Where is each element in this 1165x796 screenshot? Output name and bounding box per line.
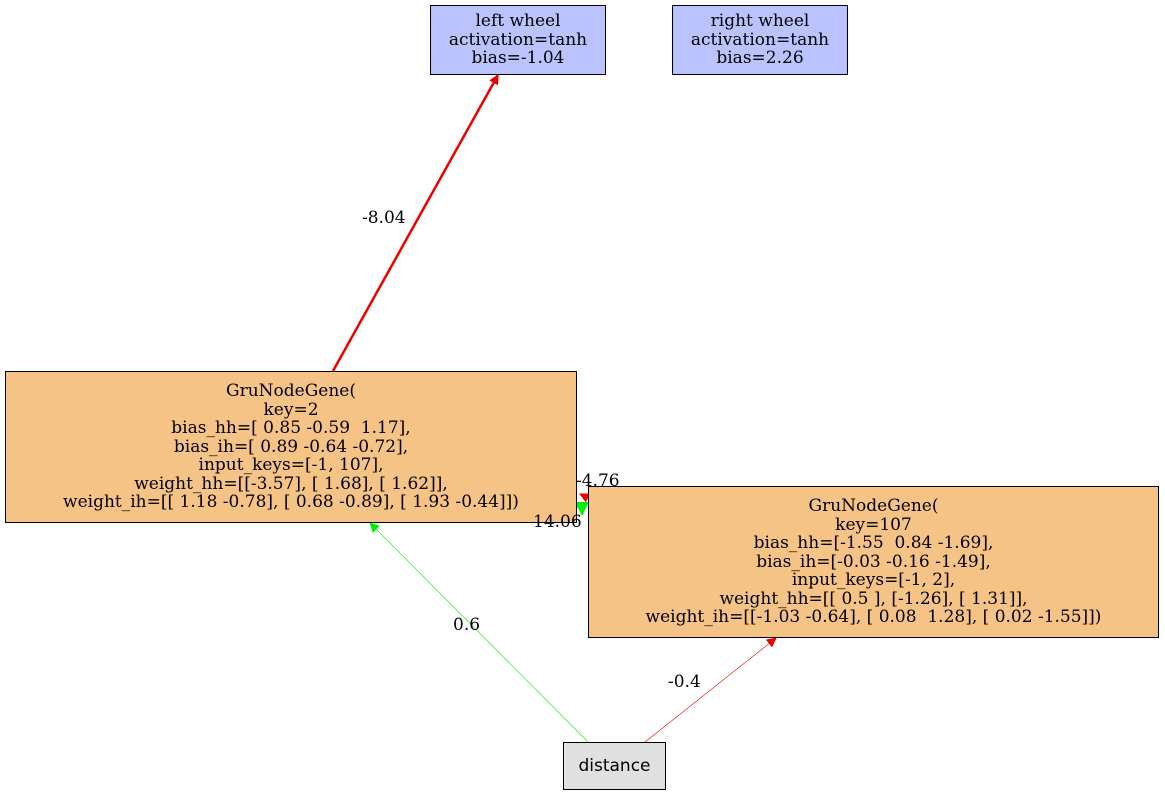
edge-label-distance-gru107: -0.4 [668,672,701,692]
edge-distance-to-gru2 [369,522,589,743]
node-line: weight_ih=[[ 1.18 -0.78], [ 0.68 -0.89],… [63,492,519,513]
edge-label-distance-gru2: 0.6 [453,615,481,635]
node-line: GruNodeGene( [808,495,939,516]
node-line: right wheel [710,11,810,32]
node-line: distance [578,755,651,776]
node-line: weight_hh=[[-3.57], [ 1.68], [ 1.62]], [134,473,448,494]
edge-gru2-to-left-wheel [331,74,500,372]
node-line: key=107 [835,514,912,535]
edge-label-gru107-gru2: -4.76 [576,471,620,491]
node-line: GruNodeGene( [226,380,356,401]
edge-gru107-to-gru2 [579,493,591,503]
node-line: weight_ih=[[-1.03 -0.64], [ 0.08 1.28], … [645,607,1102,628]
node-line: key=2 [263,399,319,420]
node-left-wheel: left wheel activation=tanh bias=-1.04 [430,5,606,75]
node-line: input_keys=[-1, 107], [198,455,384,476]
node-line: left wheel [475,11,561,32]
edge-gru2-to-gru107 [575,502,589,516]
edge-label-gru2-left-wheel: -8.04 [362,208,406,228]
node-line: bias_ih=[ 0.89 -0.64 -0.72], [173,436,409,457]
node-gru-2: GruNodeGene( key=2 bias_hh=[ 0.85 -0.59 … [5,371,577,523]
node-line: bias=-1.04 [471,48,565,69]
node-line: activation=tanh [690,29,830,50]
node-line: input_keys=[-1, 2], [791,570,956,591]
node-line: bias_hh=[-1.55 0.84 -1.69], [753,533,994,554]
node-line: weight_hh=[[ 0.5 ], [-1.26], [ 1.31]], [719,588,1028,609]
node-gru-107: GruNodeGene( key=107 bias_hh=[-1.55 0.84… [588,486,1159,638]
node-line: bias_ih=[-0.03 -0.16 -1.49], [756,551,991,572]
node-distance: distance [563,742,666,790]
edge-distance-to-gru107 [644,637,777,743]
node-line: activation=tanh [448,29,588,50]
edge-label-gru2-gru107: 14.06 [533,512,582,532]
node-line: bias=2.26 [716,48,804,69]
node-line: bias_hh=[ 0.85 -0.59 1.17], [171,418,411,439]
node-right-wheel: right wheel activation=tanh bias=2.26 [672,5,848,75]
